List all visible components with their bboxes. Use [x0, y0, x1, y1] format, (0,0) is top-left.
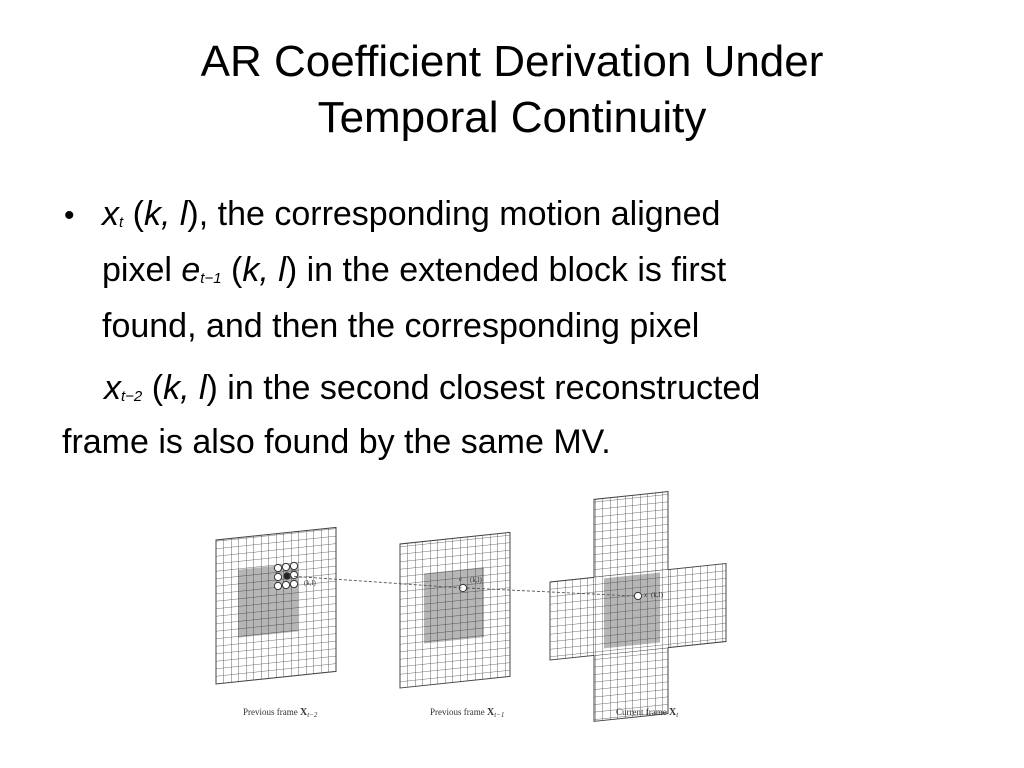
sub-t-2-text: t−2 [121, 388, 143, 405]
label-right-kl: (k,l) [651, 591, 664, 599]
line-4-rest: ) in the second closest reconstructed [206, 369, 761, 407]
mv-line-left [288, 575, 464, 589]
label-mid-kl: (k,l) [470, 576, 483, 584]
line-1-rest: ), the corresponding motion aligned [187, 195, 721, 233]
caption-mid-text: Previous frame [430, 707, 487, 717]
body-line-1: xt (k, l), the corresponding motion alig… [102, 186, 720, 251]
sub-t-2: t−2 [121, 388, 142, 405]
var-kl: k, l [163, 369, 207, 407]
var-e: e [181, 251, 201, 289]
var-kl: k, l [143, 195, 188, 233]
body-line-3: found, and then the corresponding pixel [102, 307, 700, 345]
caption-left-text: Previous frame [243, 707, 300, 717]
caption-right: Current frame Xt [616, 707, 678, 719]
caption-mid-var: X [486, 707, 495, 718]
cross-center-grid [594, 569, 668, 656]
caption-right-var: X [668, 707, 677, 718]
frame-t [549, 491, 727, 722]
caption-left-sub: t−2 [307, 711, 318, 719]
paren-open: ( [123, 195, 144, 233]
sub-t: t [119, 214, 124, 231]
caption-mid-sub: t−1 [494, 711, 505, 719]
caption-left: Previous frame Xt−2 [243, 707, 317, 719]
body-line-5: frame is also found by the same MV. [62, 423, 611, 461]
shaded-block-left-grid [238, 563, 298, 638]
caption-mid: Previous frame Xt−1 [430, 707, 504, 719]
motion-diagram: (k,l) e (k,l) x (k,l) [215, 491, 727, 722]
pixel-cluster-left [273, 561, 299, 591]
caption-right-text: Current frame [616, 707, 669, 717]
label-mid-e: e [459, 575, 462, 583]
caption-left-var: X [299, 707, 308, 718]
caption-right-sub: t [676, 711, 679, 719]
mv-line-right [466, 587, 635, 597]
line-2-rest: ) in the extended block is first [285, 251, 727, 289]
line-2-pre: pixel [102, 251, 182, 289]
paren-open: ( [142, 369, 164, 407]
body-line-4: xt−2 (k, l) in the second closest recons… [104, 360, 760, 425]
label-right-x: x [643, 591, 648, 599]
title-line-2: Temporal Continuity [317, 93, 707, 142]
sub-t-1-text: t−1 [200, 270, 222, 287]
label-left-kl: (k,l) [304, 579, 317, 587]
frame-t-2 [215, 526, 337, 685]
slide-title: AR Coefficient Derivation Under Temporal… [0, 34, 1024, 146]
var-kl: k, l [242, 251, 286, 289]
title-line-1: AR Coefficient Derivation Under [200, 37, 824, 86]
sub-t-1: t−1 [200, 270, 221, 287]
var-x: x [102, 195, 119, 233]
frame-t-1 [399, 531, 511, 689]
bullet-marker: • [64, 199, 75, 232]
paren-open: ( [221, 251, 243, 289]
var-x: x [104, 369, 121, 407]
pixel-x-right [633, 591, 643, 601]
body-line-2: pixel et−1 (k, l) in the extended block … [102, 242, 726, 307]
